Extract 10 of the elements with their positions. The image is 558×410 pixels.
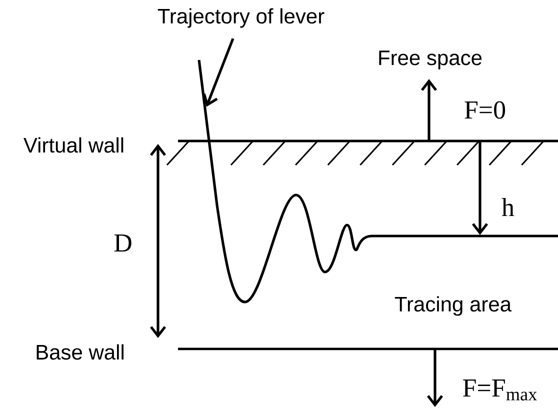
force-label: F=F$_{max}$ xyxy=(463,380,537,400)
wall-label: Base wall xyxy=(36,344,124,360)
leader-text: Trajectory of lever xyxy=(158,8,324,28)
force-label: F=0 xyxy=(464,101,506,119)
region-label: Free space xyxy=(379,50,482,70)
wall-label: Virtual wall xyxy=(24,137,124,153)
dimension-label: D xyxy=(114,234,132,252)
leader-arrow xyxy=(202,38,234,107)
region-label: Tracing area xyxy=(394,296,512,316)
dimension-label: h xyxy=(502,198,514,216)
